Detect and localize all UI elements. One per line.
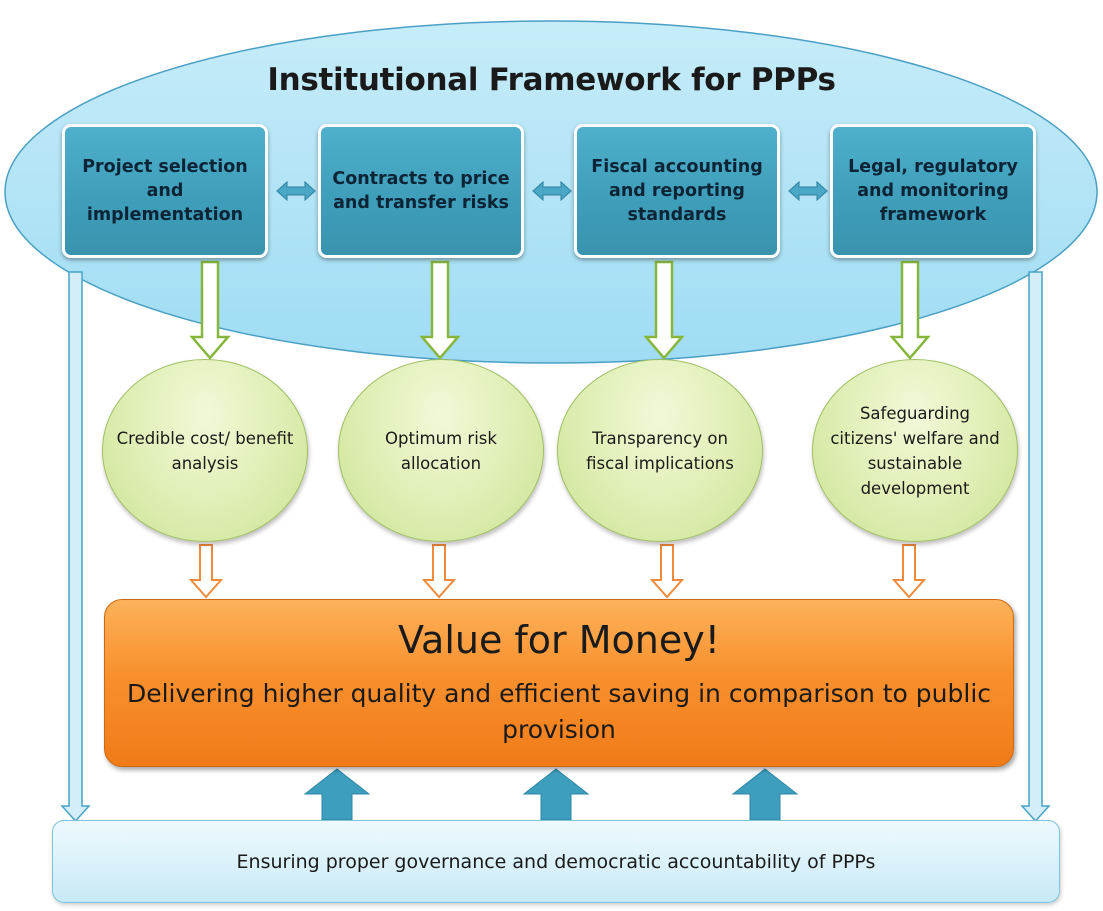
left-side-arrow <box>60 271 91 823</box>
outcome-circle-transparency: Transparency on fiscal implications <box>557 359 763 542</box>
green-down-arrow <box>419 260 461 360</box>
right-side-arrow <box>1020 271 1051 823</box>
pillar-box-legal-framework: Legal, regulatory and monitoring framewo… <box>830 124 1036 258</box>
pillar-box-project-selection: Project selection and implementation <box>62 124 268 258</box>
double-arrow-icon <box>788 180 828 202</box>
green-down-arrow <box>643 260 685 360</box>
green-down-arrow <box>889 260 931 360</box>
blue-up-arrow <box>303 768 371 821</box>
outcome-circle-risk-allocation: Optimum risk allocation <box>338 359 544 542</box>
blue-up-arrow <box>522 768 590 821</box>
outcome-circle-citizens-welfare: Safeguarding citizens' welfare and susta… <box>812 359 1018 542</box>
governance-bar: Ensuring proper governance and democrati… <box>52 820 1060 903</box>
governance-text: Ensuring proper governance and democrati… <box>236 850 876 873</box>
double-arrow-icon <box>276 180 316 202</box>
blue-up-arrow <box>731 768 799 821</box>
pillar-box-contracts: Contracts to price and transfer risks <box>318 124 524 258</box>
pillar-box-fiscal-accounting: Fiscal accounting and reporting standard… <box>574 124 780 258</box>
orange-down-arrow <box>891 544 927 599</box>
orange-down-arrow <box>649 544 685 599</box>
orange-down-arrow <box>421 544 457 599</box>
framework-title: Institutional Framework for PPPs <box>267 62 836 98</box>
green-down-arrow <box>189 260 231 360</box>
value-for-money-subtitle: Delivering higher quality and efficient … <box>126 679 992 744</box>
outcome-circle-cost-benefit: Credible cost/ benefit analysis <box>102 359 308 542</box>
orange-down-arrow <box>188 544 224 599</box>
double-arrow-icon <box>532 180 572 202</box>
value-for-money-title: Value for Money! <box>398 618 720 662</box>
value-for-money-box: Value for Money! Delivering higher quali… <box>104 599 1014 767</box>
